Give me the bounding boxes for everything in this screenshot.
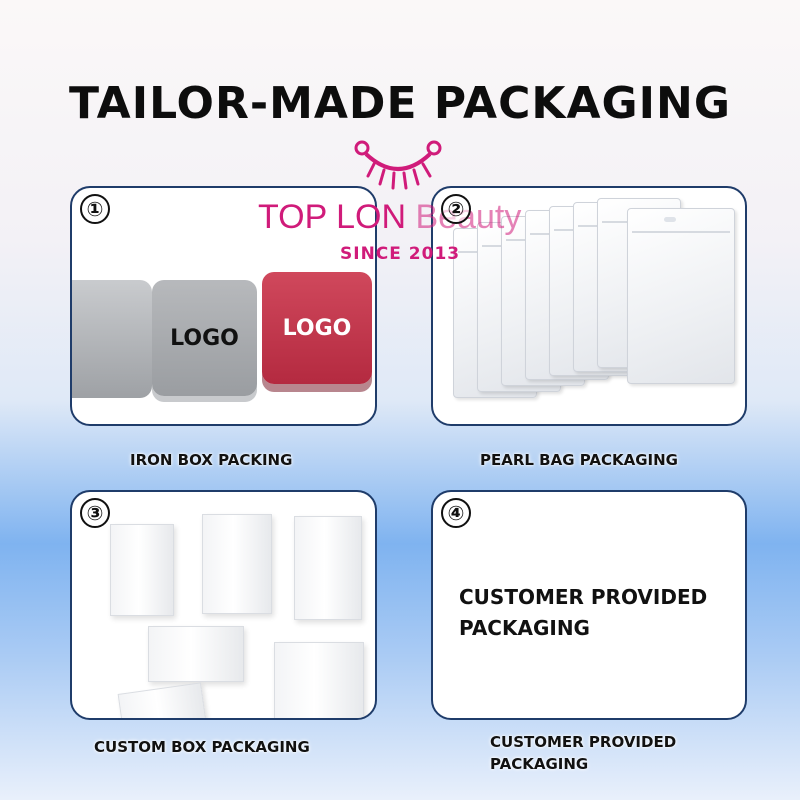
logo-text: LOGO [282,315,352,341]
silver-logo-tin: LOGO [152,280,257,396]
white-box [294,516,362,620]
body-line: CUSTOMER PROVIDED [459,585,708,609]
caption-line: PACKAGING [490,755,589,773]
brand-since: SINCE 2013 [340,244,461,264]
caption-iron-box: IRON BOX PACKING [130,451,293,469]
pearl-bag [627,208,735,384]
pearl-bag-panel: ② [431,186,747,426]
body-line: PACKAGING [459,616,590,640]
eyelash-logo-icon [354,140,442,190]
number-badge: ② [441,194,471,224]
panel-body-text: CUSTOMER PROVIDED PACKAGING [459,582,707,644]
brand-strong: TOP LON [258,198,416,236]
iron-box-panel: ① LOGO LOGO [70,186,377,426]
caption-customer-provided: CUSTOMER PROVIDED PACKAGING [490,731,676,775]
white-box [274,642,364,718]
white-box [202,514,272,614]
custom-box-panel: ③ [70,490,377,720]
caption-pearl-bag: PEARL BAG PACKAGING [480,451,678,469]
number-badge: ③ [80,498,110,528]
number-badge: ① [80,194,110,224]
white-box [148,626,244,682]
caption-custom-box: CUSTOM BOX PACKAGING [94,738,310,756]
logo-text: LOGO [170,325,239,351]
page-title: TAILOR-MADE PACKAGING [69,78,731,129]
white-box [117,682,207,718]
white-box [110,524,174,616]
caption-line: CUSTOMER PROVIDED [490,733,677,751]
customer-provided-panel: ④ CUSTOMER PROVIDED PACKAGING [431,490,747,720]
plain-tin [72,280,152,398]
red-logo-tin: LOGO [262,272,372,384]
number-badge: ④ [441,498,471,528]
brand-name: TOP LON Beauty [258,198,521,237]
